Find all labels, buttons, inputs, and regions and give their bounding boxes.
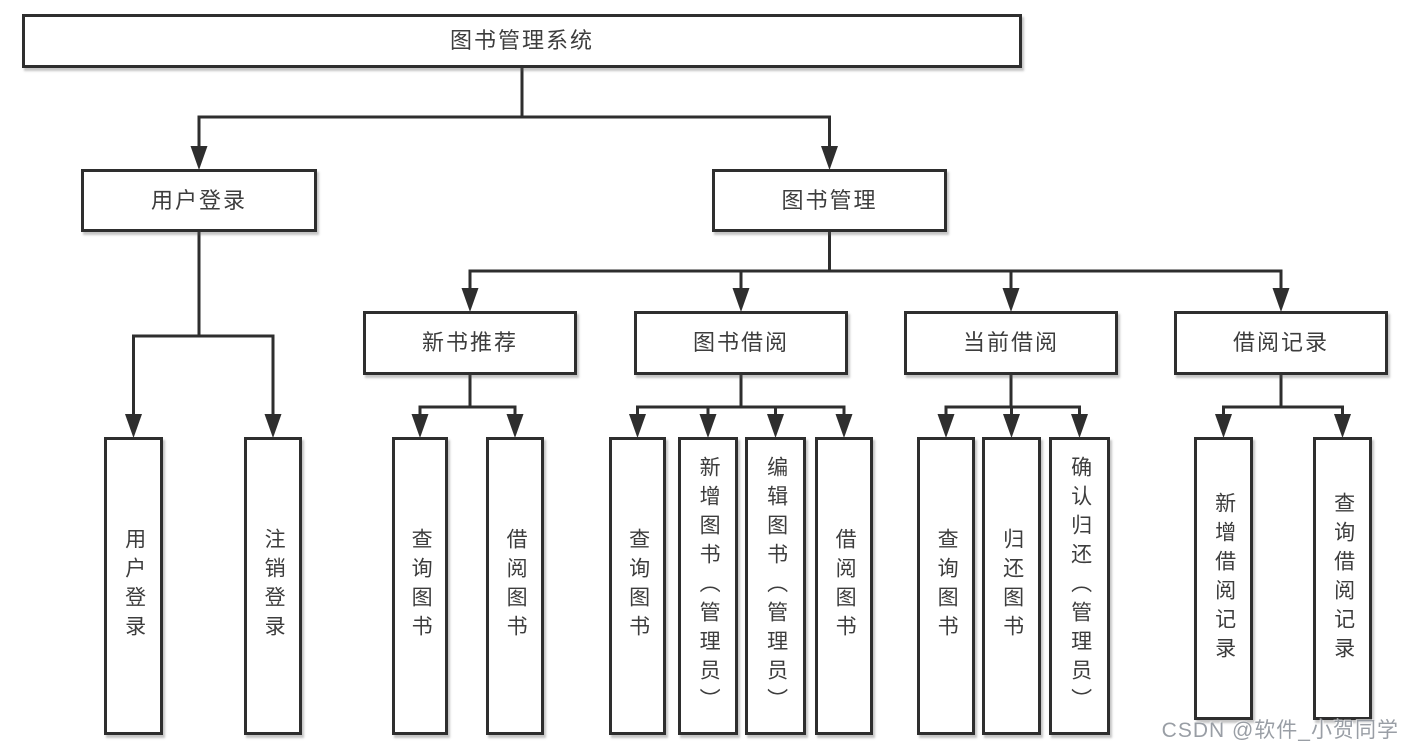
node-label: 归还图书 bbox=[1000, 528, 1024, 644]
node-label: 注销登录 bbox=[262, 528, 286, 644]
node-leaf-confirm-return: 确认归还（管理员） bbox=[1049, 437, 1110, 735]
node-label: 图书管理 bbox=[781, 187, 878, 213]
arrowhead-down-icon bbox=[767, 414, 784, 438]
node-label: 图书借阅 bbox=[692, 330, 789, 356]
node-label: 确认归还（管理员） bbox=[1068, 455, 1092, 717]
node-label: 新书推荐 bbox=[421, 330, 518, 356]
node-label: 用户登录 bbox=[122, 528, 146, 644]
arrowhead-down-icon bbox=[1215, 414, 1232, 438]
node-leaf-return-book: 归还图书 bbox=[982, 437, 1041, 735]
node-leaf-borrow-book-2: 借阅图书 bbox=[815, 437, 873, 735]
node-label: 新增图书（管理员） bbox=[697, 455, 721, 717]
arrowhead-down-icon bbox=[1003, 414, 1020, 438]
arrowhead-down-icon bbox=[506, 414, 524, 438]
node-leaf-add-record: 新增借阅记录 bbox=[1194, 437, 1253, 720]
node-label: 查询图书 bbox=[409, 528, 433, 644]
arrowhead-down-icon bbox=[1334, 414, 1351, 438]
node-book-mgmt: 图书管理 bbox=[712, 169, 947, 232]
arrowhead-down-icon bbox=[821, 146, 838, 170]
arrowhead-down-icon bbox=[699, 414, 717, 438]
node-label: 查询图书 bbox=[935, 528, 959, 644]
node-leaf-query-book-2: 查询图书 bbox=[609, 437, 666, 735]
node-label: 查询图书 bbox=[626, 528, 650, 644]
node-label: 查询借阅记录 bbox=[1331, 491, 1355, 666]
arrowhead-down-icon bbox=[461, 288, 479, 312]
node-label: 借阅记录 bbox=[1232, 330, 1329, 356]
arrowhead-down-icon bbox=[125, 414, 142, 438]
node-leaf-query-record: 查询借阅记录 bbox=[1313, 437, 1372, 720]
arrowhead-down-icon bbox=[835, 414, 853, 438]
node-leaf-query-book-1: 查询图书 bbox=[392, 437, 448, 735]
node-borrow-records: 借阅记录 bbox=[1174, 311, 1388, 375]
arrowhead-down-icon bbox=[1002, 288, 1020, 312]
node-current-borrow: 当前借阅 bbox=[904, 311, 1118, 375]
node-label: 新增借阅记录 bbox=[1212, 491, 1236, 666]
node-book-borrow: 图书借阅 bbox=[634, 311, 848, 375]
node-leaf-edit-book: 编辑图书（管理员） bbox=[745, 437, 806, 735]
node-leaf-user-login: 用户登录 bbox=[104, 437, 163, 735]
node-label: 借阅图书 bbox=[504, 528, 528, 644]
node-root: 图书管理系统 bbox=[22, 14, 1022, 68]
arrowhead-down-icon bbox=[190, 146, 208, 170]
arrowhead-down-icon bbox=[732, 288, 750, 312]
node-label: 当前借阅 bbox=[962, 330, 1059, 356]
arrowhead-down-icon bbox=[1071, 414, 1088, 438]
node-leaf-borrow-book-1: 借阅图书 bbox=[486, 437, 544, 735]
arrowhead-down-icon bbox=[264, 414, 282, 438]
node-label: 用户登录 bbox=[150, 187, 247, 213]
node-label: 编辑图书（管理员） bbox=[764, 455, 788, 717]
node-new-book-rec: 新书推荐 bbox=[363, 311, 577, 375]
node-leaf-query-book-3: 查询图书 bbox=[917, 437, 975, 735]
node-label: 图书管理系统 bbox=[449, 28, 594, 54]
arrowhead-down-icon bbox=[629, 414, 646, 438]
node-leaf-logout: 注销登录 bbox=[244, 437, 302, 735]
node-label: 借阅图书 bbox=[833, 528, 857, 644]
arrowhead-down-icon bbox=[937, 414, 955, 438]
node-user-login: 用户登录 bbox=[81, 169, 317, 232]
arrowhead-down-icon bbox=[1272, 288, 1290, 312]
node-leaf-add-book: 新增图书（管理员） bbox=[678, 437, 738, 735]
watermark: CSDN @软件_小贺同学 bbox=[1161, 719, 1399, 742]
arrowhead-down-icon bbox=[411, 414, 429, 438]
